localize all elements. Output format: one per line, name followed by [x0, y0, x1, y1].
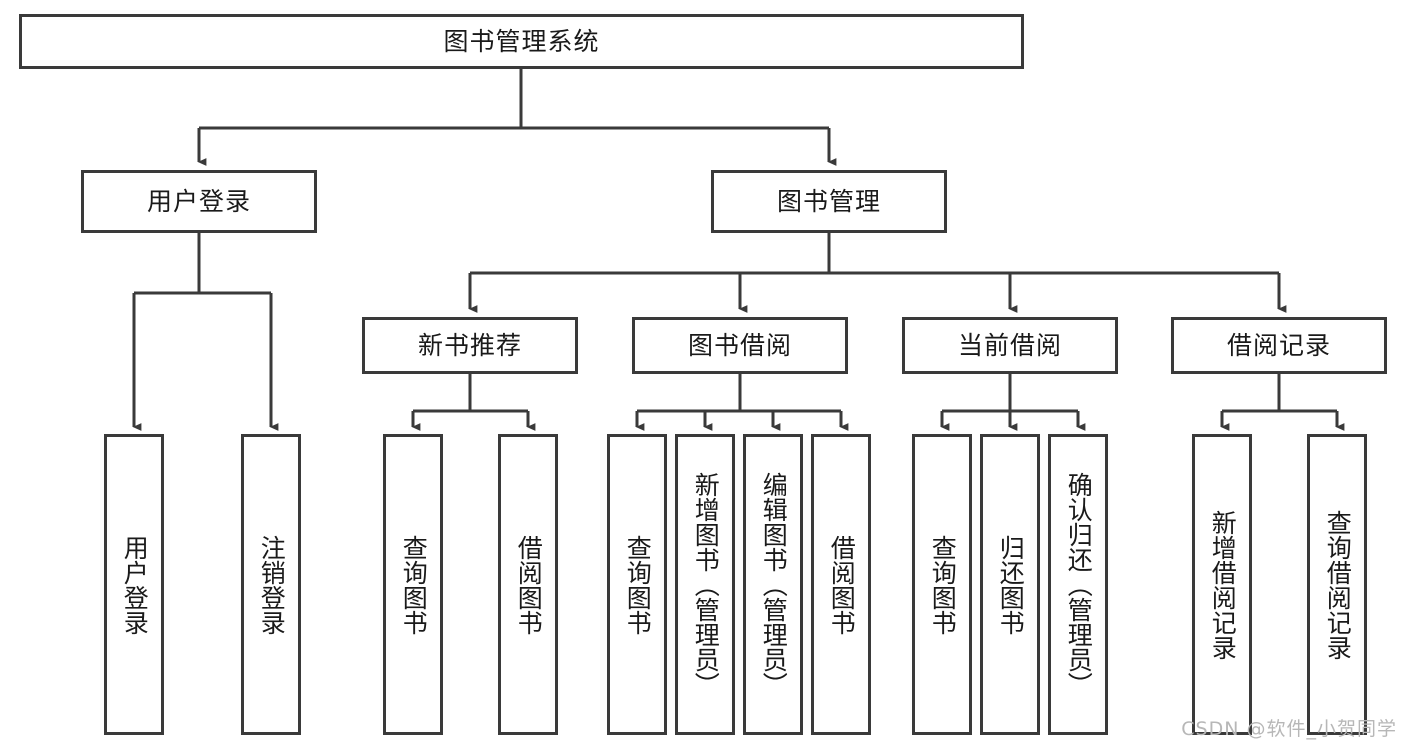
leaf-current-confirm-return[interactable]: 确认归还（管理员） [1048, 434, 1108, 735]
leaf-borrow-borrow-book[interactable]: 借阅图书 [811, 434, 871, 735]
node-label: 查询图书 [399, 534, 429, 635]
leaf-record-add[interactable]: 新增借阅记录 [1192, 434, 1252, 735]
node-book-management[interactable]: 图书管理 [711, 170, 947, 233]
node-label: 借阅图书 [514, 534, 544, 635]
node-label: 新书推荐 [417, 330, 522, 360]
node-label: 查询图书 [623, 534, 653, 635]
node-label: 查询借阅记录 [1323, 509, 1353, 660]
node-current-borrow[interactable]: 当前借阅 [902, 317, 1118, 374]
leaf-borrow-query-book[interactable]: 查询图书 [607, 434, 667, 735]
leaf-new-book-borrow[interactable]: 借阅图书 [498, 434, 558, 735]
node-label: 归还图书 [996, 534, 1026, 635]
leaf-user-login-logout[interactable]: 注销登录 [241, 434, 301, 735]
node-label: 新增借阅记录 [1208, 509, 1238, 660]
node-label: 借阅记录 [1226, 330, 1331, 360]
watermark-text: CSDN @软件_小贺同学 [1181, 718, 1397, 740]
leaf-current-return-book[interactable]: 归还图书 [980, 434, 1040, 735]
node-label: 注销登录 [257, 534, 287, 635]
node-label: 确认归还（管理员） [1064, 472, 1094, 697]
node-label: 图书借阅 [687, 330, 792, 360]
leaf-record-query[interactable]: 查询借阅记录 [1307, 434, 1367, 735]
node-label: 新增图书（管理员） [691, 472, 721, 697]
leaf-current-query-book[interactable]: 查询图书 [912, 434, 972, 735]
node-user-login[interactable]: 用户登录 [81, 170, 317, 233]
node-new-book-recommend[interactable]: 新书推荐 [362, 317, 578, 374]
node-label: 当前借阅 [957, 330, 1062, 360]
node-label: 图书管理 [776, 186, 881, 216]
node-book-borrow[interactable]: 图书借阅 [632, 317, 848, 374]
node-borrow-record[interactable]: 借阅记录 [1171, 317, 1387, 374]
node-label: 查询图书 [928, 534, 958, 635]
node-label: 编辑图书（管理员） [759, 472, 789, 697]
leaf-borrow-edit-book[interactable]: 编辑图书（管理员） [743, 434, 803, 735]
node-book-management-system[interactable]: 图书管理系统 [19, 14, 1024, 69]
leaf-borrow-add-book[interactable]: 新增图书（管理员） [675, 434, 735, 735]
node-label: 用户登录 [120, 534, 150, 635]
leaf-new-book-query[interactable]: 查询图书 [383, 434, 443, 735]
node-label: 用户登录 [146, 186, 251, 216]
leaf-user-login-login[interactable]: 用户登录 [104, 434, 164, 735]
node-label: 借阅图书 [827, 534, 857, 635]
node-label: 图书管理系统 [443, 26, 600, 56]
